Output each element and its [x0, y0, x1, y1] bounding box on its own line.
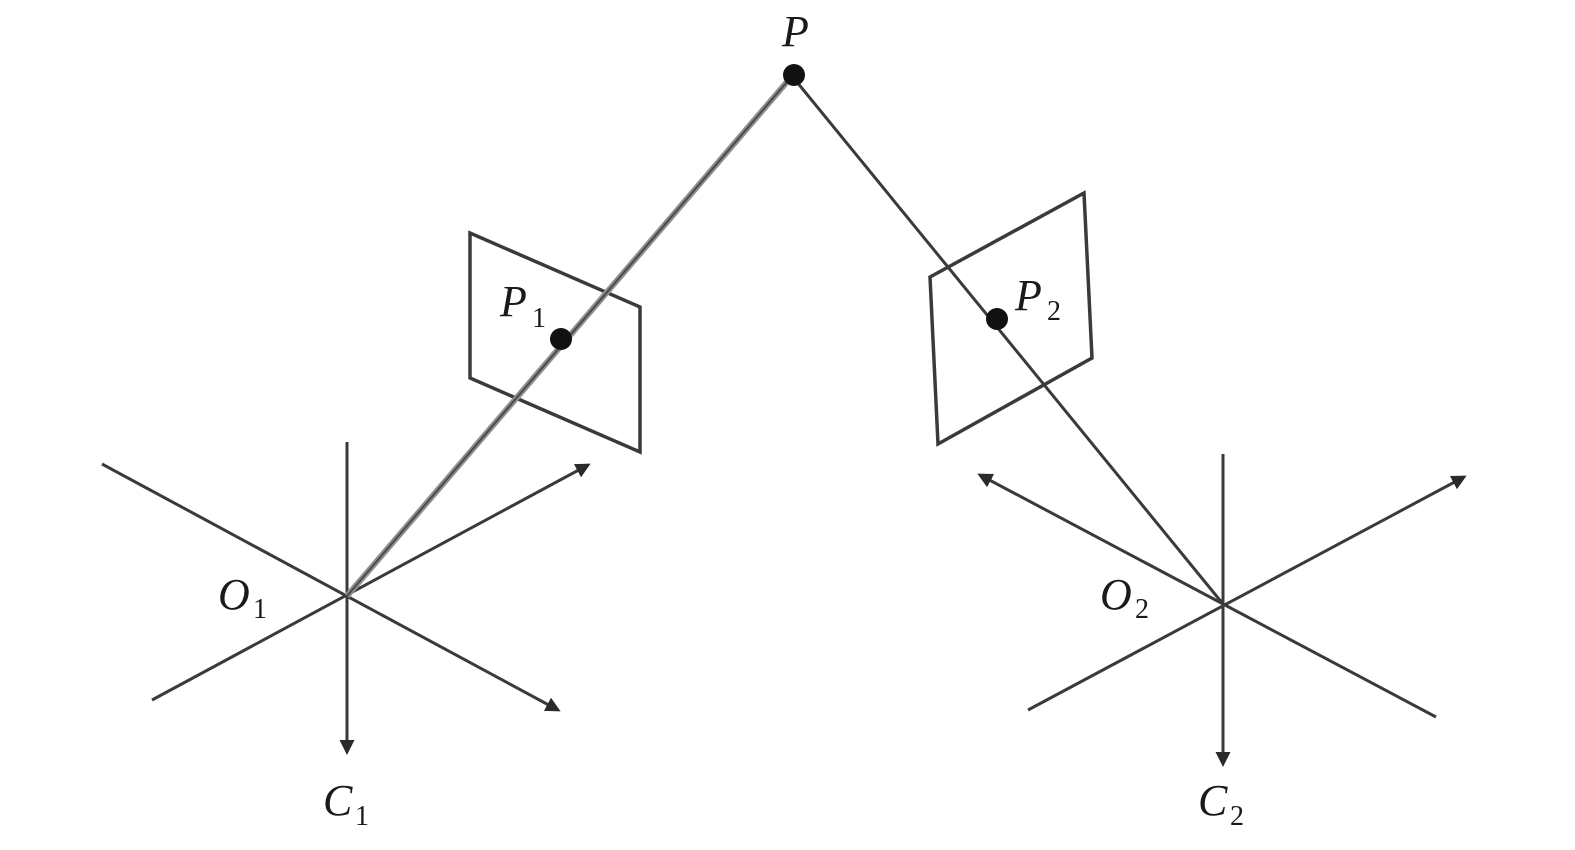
svg-text:O: O — [1100, 570, 1132, 619]
svg-text:C: C — [1198, 776, 1228, 825]
camera-2-axis-lower — [977, 473, 1437, 719]
svg-text:2: 2 — [1230, 801, 1244, 832]
image-plane-2 — [928, 190, 1094, 447]
point-P2 — [986, 308, 1008, 330]
svg-text:1: 1 — [532, 303, 546, 334]
svg-text:2: 2 — [1047, 296, 1061, 327]
svg-text:1: 1 — [253, 594, 267, 625]
svg-text:P: P — [499, 277, 527, 326]
image-plane-1 — [468, 230, 642, 455]
camera-1-axis-lower — [101, 462, 561, 712]
camera-2-axis-upper — [1027, 475, 1467, 712]
camera-1-axis-upper — [151, 463, 591, 702]
label-P1: P 1 — [499, 277, 546, 334]
svg-text:P: P — [1014, 271, 1042, 320]
point-P1 — [550, 328, 572, 350]
camera-2-frame — [977, 454, 1467, 767]
svg-text:O: O — [218, 570, 250, 619]
label-C2: C 2 — [1198, 776, 1244, 832]
projection-ray-2 — [790, 75, 1225, 605]
svg-text:C: C — [323, 776, 353, 825]
label-P: P — [781, 7, 809, 56]
svg-text:1: 1 — [355, 801, 369, 832]
camera-1-frame — [101, 442, 591, 755]
label-O2: O 2 — [1100, 570, 1149, 625]
svg-text:2: 2 — [1135, 594, 1149, 625]
point-P — [783, 64, 805, 86]
label-C1: C 1 — [323, 776, 369, 832]
label-P2: P 2 — [1014, 271, 1061, 327]
label-O1: O 1 — [218, 570, 267, 625]
